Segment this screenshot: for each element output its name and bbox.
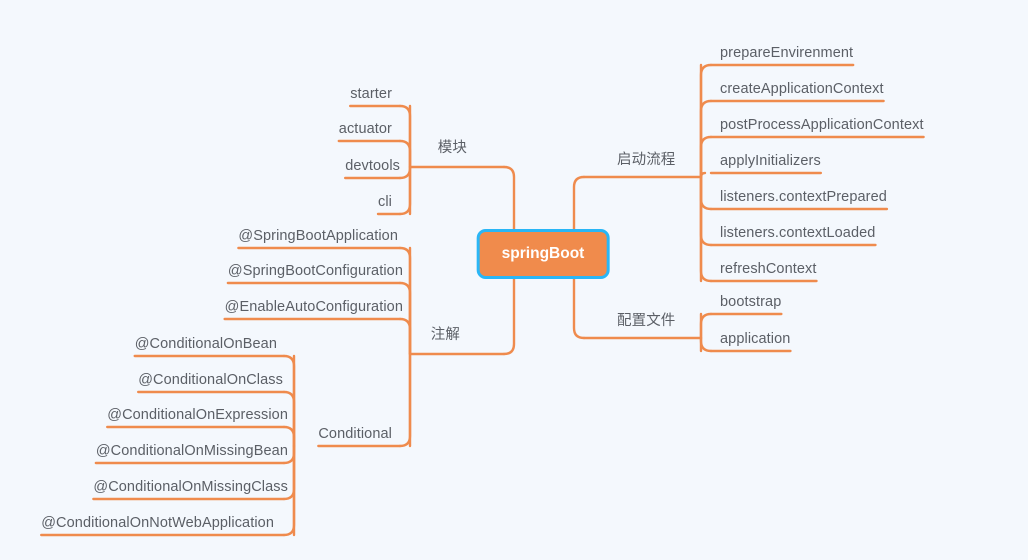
annotations-child-3[interactable]: Conditional [318,426,392,442]
config-files-child-0[interactable]: bootstrap [720,294,782,310]
modules-child-2[interactable]: devtools [345,158,400,174]
branch-label-config-files[interactable]: 配置文件 [617,313,676,329]
conditional-child-1[interactable]: @ConditionalOnClass [138,372,283,388]
branch-label-annotations[interactable]: 注解 [430,327,460,343]
startup-child-3[interactable]: applyInitializers [720,153,821,169]
config-files-child-1[interactable]: application [720,331,791,347]
conditional-child-2[interactable]: @ConditionalOnExpression [107,407,288,423]
modules-child-0[interactable]: starter [350,86,392,102]
startup-child-2[interactable]: postProcessApplicationContext [720,117,924,133]
branch-label-startup[interactable]: 启动流程 [617,152,676,168]
conditional-child-4[interactable]: @ConditionalOnMissingClass [93,479,288,495]
annotations-child-2[interactable]: @EnableAutoConfiguration [224,299,403,315]
annotations-child-1[interactable]: @SpringBootConfiguration [227,263,403,279]
startup-child-6[interactable]: refreshContext [720,261,817,277]
modules-child-1[interactable]: actuator [338,121,392,137]
annotations-child-0[interactable]: @SpringBootApplication [238,228,398,244]
startup-child-0[interactable]: prepareEnvirenment [720,45,854,61]
startup-child-1[interactable]: createApplicationContext [720,81,884,97]
root-node-springboot[interactable]: springBoot [476,229,610,279]
conditional-child-0[interactable]: @ConditionalOnBean [134,336,277,352]
conditional-child-3[interactable]: @ConditionalOnMissingBean [95,443,288,459]
startup-child-5[interactable]: listeners.contextLoaded [720,225,876,241]
modules-child-3[interactable]: cli [378,194,392,210]
conditional-child-5[interactable]: @ConditionalOnNotWebApplication [41,515,274,531]
startup-child-4[interactable]: listeners.contextPrepared [720,189,887,205]
branch-label-modules[interactable]: 模块 [437,140,467,156]
